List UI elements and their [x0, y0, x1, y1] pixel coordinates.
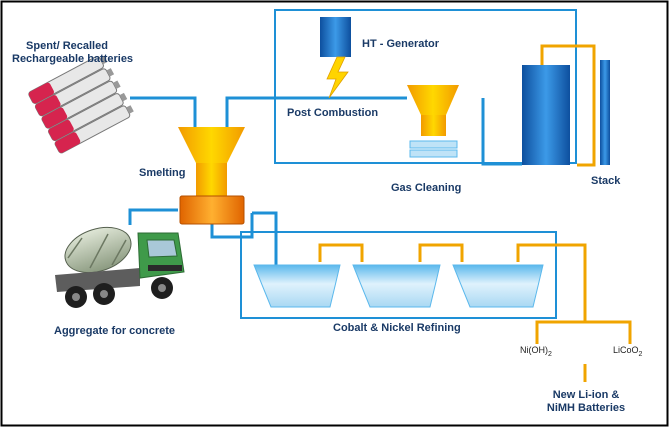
- refining-vessel-1-icon: [253, 264, 341, 308]
- spent-batteries-label: Spent/ Recalled Rechargeable batteries: [12, 40, 134, 66]
- lightning-bolt-icon: [326, 56, 349, 99]
- blue-pipes: [128, 96, 522, 265]
- new-batteries-line1: New Li-ion &: [552, 389, 620, 401]
- smelter-icon: [179, 195, 245, 225]
- post-combustion-label: Post Combustion: [287, 107, 379, 119]
- stack-label: Stack: [591, 175, 621, 187]
- battery-pack-icon: [28, 55, 134, 154]
- new-batteries-label: New Li-ion & NiMH Batteries: [540, 389, 632, 415]
- spent-batteries-line2: Rechargeable batteries: [12, 53, 134, 65]
- refining-vessel-3-icon: [452, 264, 544, 308]
- gas-treatment-enclosure: [274, 9, 577, 164]
- ht-generator-icon: [320, 17, 351, 57]
- licoo2-base: LiCoO: [613, 345, 639, 355]
- nioh2-label: Ni(OH)2: [520, 345, 552, 358]
- licoo2-label: LiCoO2: [613, 345, 642, 358]
- concrete-mixer-truck-icon: [55, 226, 185, 308]
- refining-label: Cobalt & Nickel Refining: [333, 322, 461, 334]
- refining-vessels: [253, 264, 544, 308]
- spent-batteries-line1: Spent/ Recalled: [26, 40, 108, 52]
- nioh2-sub: 2: [548, 350, 552, 358]
- orange-pipes: [318, 44, 632, 382]
- new-batteries-line2: NiMH Batteries: [546, 402, 626, 414]
- smelting-label: Smelting: [139, 167, 186, 179]
- refining-vessel-2-icon: [352, 264, 441, 308]
- stack-tank-icon: [522, 65, 570, 165]
- aggregate-label: Aggregate for concrete: [54, 325, 176, 337]
- licoo2-sub: 2: [638, 350, 643, 358]
- smelting-funnel-icon: [178, 127, 245, 196]
- nioh2-base: Ni(OH): [520, 345, 548, 355]
- refining-enclosure: [240, 231, 557, 319]
- ht-generator-label: HT - Generator: [362, 38, 440, 50]
- stack-chimney-icon: [600, 60, 610, 165]
- gas-cleaning-label: Gas Cleaning: [391, 182, 462, 194]
- gas-cleaning-unit-icon: [407, 85, 459, 158]
